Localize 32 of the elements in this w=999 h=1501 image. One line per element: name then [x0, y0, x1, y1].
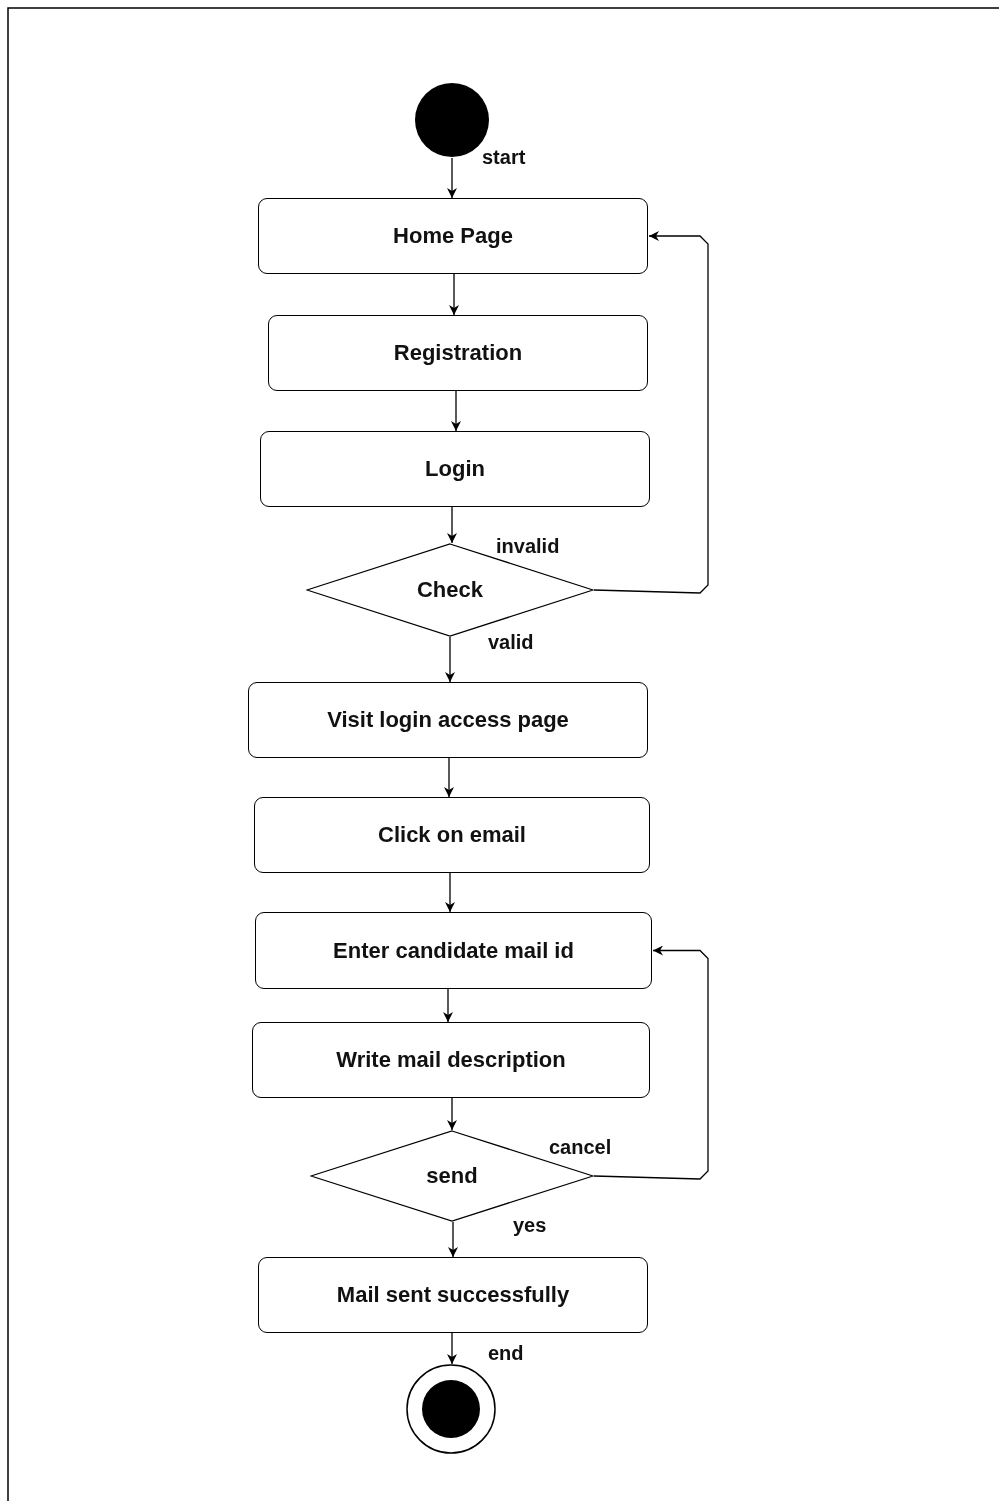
- arrow: [447, 1097, 457, 1131]
- activity-label: Enter candidate mail id: [333, 937, 574, 964]
- arrow: [449, 273, 459, 316]
- activity-label: Visit login access page: [327, 707, 569, 733]
- activity-box: [260, 431, 650, 507]
- arrow: [447, 506, 457, 544]
- activity-label: Registration: [393, 340, 523, 366]
- arrow: [593, 231, 709, 594]
- decision-label: send: [426, 1163, 478, 1189]
- end-node: [406, 1364, 496, 1454]
- arrow: [445, 872, 455, 913]
- activity-box: [255, 912, 652, 989]
- activity-label: Home Page: [393, 223, 513, 249]
- activity-label: Login: [425, 456, 485, 482]
- arrow: [448, 1221, 458, 1258]
- activity-box: [248, 682, 648, 758]
- activity-box: [258, 198, 648, 274]
- arrow: [444, 757, 454, 798]
- arrow: [443, 988, 453, 1023]
- activity-box: [254, 797, 650, 873]
- decision-label: Check: [416, 577, 483, 603]
- arrow: [447, 1332, 457, 1365]
- activity-box: [268, 315, 648, 391]
- arrow: [445, 636, 455, 683]
- activity-label: Mail sent successfully: [336, 1282, 570, 1308]
- arrow: [451, 390, 461, 432]
- activity-label: Write mail description: [336, 1047, 566, 1073]
- arrow: [447, 157, 457, 199]
- activity-box: [258, 1257, 648, 1333]
- activity-box: [252, 1022, 650, 1098]
- arrow: [593, 945, 709, 1180]
- activity-label: Click on email: [378, 822, 526, 848]
